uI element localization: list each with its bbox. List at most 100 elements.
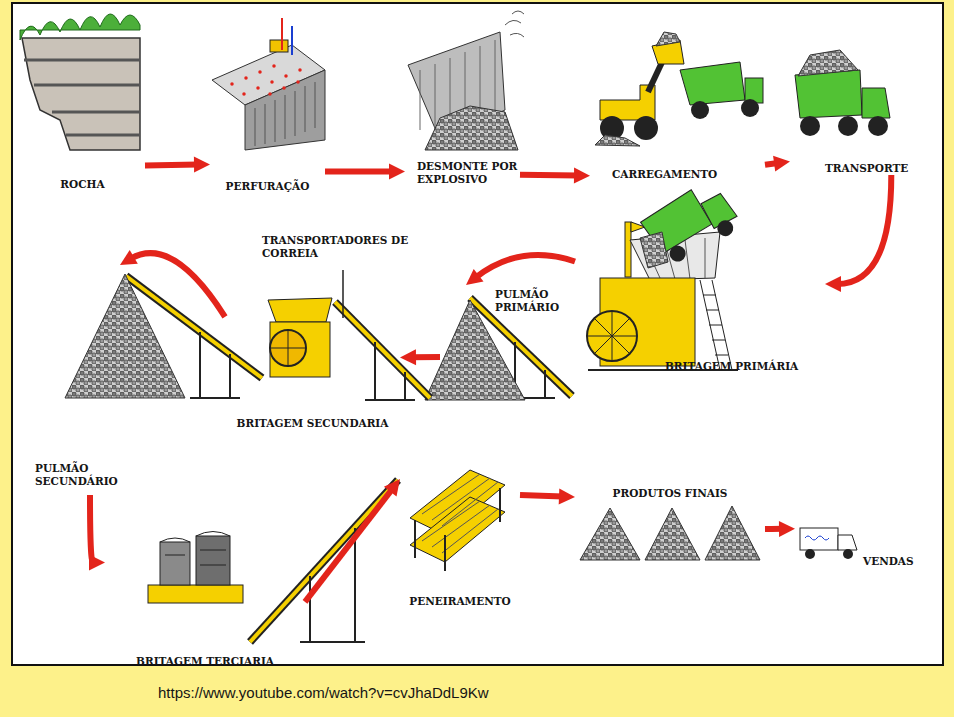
stage-node: PERFURAÇÃO [210, 15, 325, 195]
wheel [667, 243, 689, 265]
stage-node: BRITAGEM SECUNDARIA [225, 295, 400, 440]
stage-node: PRODUTOS FINAIS [575, 485, 765, 565]
wheel [691, 101, 709, 119]
conveyor-frame [250, 480, 398, 642]
stage-node: VENDAS [795, 515, 920, 570]
label-block: PRODUTOS FINAIS [575, 487, 765, 500]
flywheel [587, 311, 637, 361]
flywheel [270, 330, 306, 366]
stage-label: PULMÃO SECUNDÁRIO [35, 462, 125, 488]
arrow-head [400, 349, 416, 365]
source-url: https://www.youtube.com/watch?v=cvJhaDdL… [158, 684, 498, 702]
screen-deck [410, 497, 505, 562]
arrow-head [384, 479, 400, 497]
flow-arrow [466, 255, 575, 285]
label-block: ROCHA [20, 178, 145, 191]
flow-arrow [765, 521, 795, 537]
screen-legs [415, 488, 500, 571]
wheel [800, 116, 820, 136]
label-block: CARREGAMENTO [612, 168, 762, 181]
post [625, 222, 631, 277]
arrow-shaft [145, 162, 198, 169]
arrow-shaft [412, 354, 440, 360]
stage-label: PRODUTOS FINAIS [575, 487, 765, 500]
truck-bed [680, 62, 745, 105]
label-block: VENDAS [863, 555, 923, 568]
arrow-head [559, 488, 575, 504]
arrow-shaft [520, 172, 578, 179]
truck-marking [805, 536, 829, 540]
arrow-head [779, 521, 795, 537]
arrow-head [825, 276, 841, 292]
arrow-shaft [325, 168, 393, 174]
flow-arrow [520, 488, 575, 504]
leader-line [342, 270, 344, 318]
product-pile [705, 506, 760, 560]
stage-node: CARREGAMENTO [590, 30, 765, 185]
label-block: BRITAGEM PRIMÁRIA [665, 360, 825, 373]
drill-rig [270, 40, 288, 52]
stage-node: PULMÃO PRIMÁRIO [440, 285, 570, 405]
frame [12, 3, 943, 665]
arrow-head [574, 168, 590, 184]
stage-label: CARREGAMENTO [612, 168, 762, 181]
wheel [741, 99, 759, 117]
arrow-shaft [305, 489, 393, 602]
drill-holes [232, 66, 300, 94]
conveyor-belt [335, 302, 430, 398]
arrow-shaft [765, 163, 778, 165]
crusher-base [148, 585, 243, 603]
label-block: DESMONTE POR EXPLOSIVO [417, 160, 522, 186]
stage-label: BRITAGEM SECUNDARIA [225, 417, 400, 430]
drill-mast [281, 18, 283, 50]
wheel [838, 116, 858, 136]
rock-body [22, 38, 140, 150]
conveyor-belt [250, 480, 398, 642]
stockpile [65, 274, 185, 398]
blast-lines [505, 11, 524, 37]
truck-bed [795, 70, 862, 118]
stage-label: TRANSPORTE [825, 162, 925, 175]
tipping-truck [638, 177, 743, 270]
label-block: PULMÃO SECUNDÁRIO [35, 462, 125, 488]
stage-node: DESMONTE POR EXPLOSIVO [405, 20, 520, 192]
rubble [425, 106, 518, 150]
stage-label: BRITAGEM TERCIARIA [105, 655, 305, 668]
stage-label: PENEIRAMENTO [400, 595, 520, 608]
truck-cab [838, 535, 857, 550]
arrow-shaft [90, 495, 93, 562]
stage-label: PERFURAÇÃO [210, 180, 325, 193]
stockpile [425, 300, 525, 400]
arrow-shaft [476, 255, 576, 278]
bucket-rocks [656, 32, 680, 46]
falling-rocks [640, 232, 668, 268]
arrow-head [194, 157, 210, 173]
label-block: BRITAGEM TERCIARIA [105, 655, 305, 668]
arrow-head [89, 554, 105, 570]
wheel [843, 549, 853, 559]
stage-label: VENDAS [863, 555, 923, 568]
flywheel-spokes [587, 311, 637, 361]
stage-node: ROCHA [20, 10, 145, 195]
flow-arrow [765, 156, 790, 172]
arrow-head [389, 163, 405, 179]
crusher-body [270, 322, 330, 377]
flow-arrow [305, 479, 400, 602]
arrow-head [466, 269, 484, 285]
arrow-head [773, 156, 790, 172]
stage-node: PULMÃO SECUNDÁRIO [30, 265, 180, 495]
truck-cab [862, 88, 890, 118]
stage-node: BRITAGEM TERCIARIA [105, 515, 305, 673]
flow-arrow [120, 250, 225, 317]
wheel [634, 116, 658, 140]
conveyor-frame [335, 302, 430, 398]
bench-hatch [255, 82, 315, 146]
arrow-shaft [130, 253, 225, 317]
stage-node: PENEIRAMENTO [400, 455, 520, 615]
part-label: TRANSPORTADORES DE CORREIA [262, 234, 412, 260]
crusher-hopper [268, 298, 332, 322]
label-block: TRANSPORTE [825, 162, 925, 175]
